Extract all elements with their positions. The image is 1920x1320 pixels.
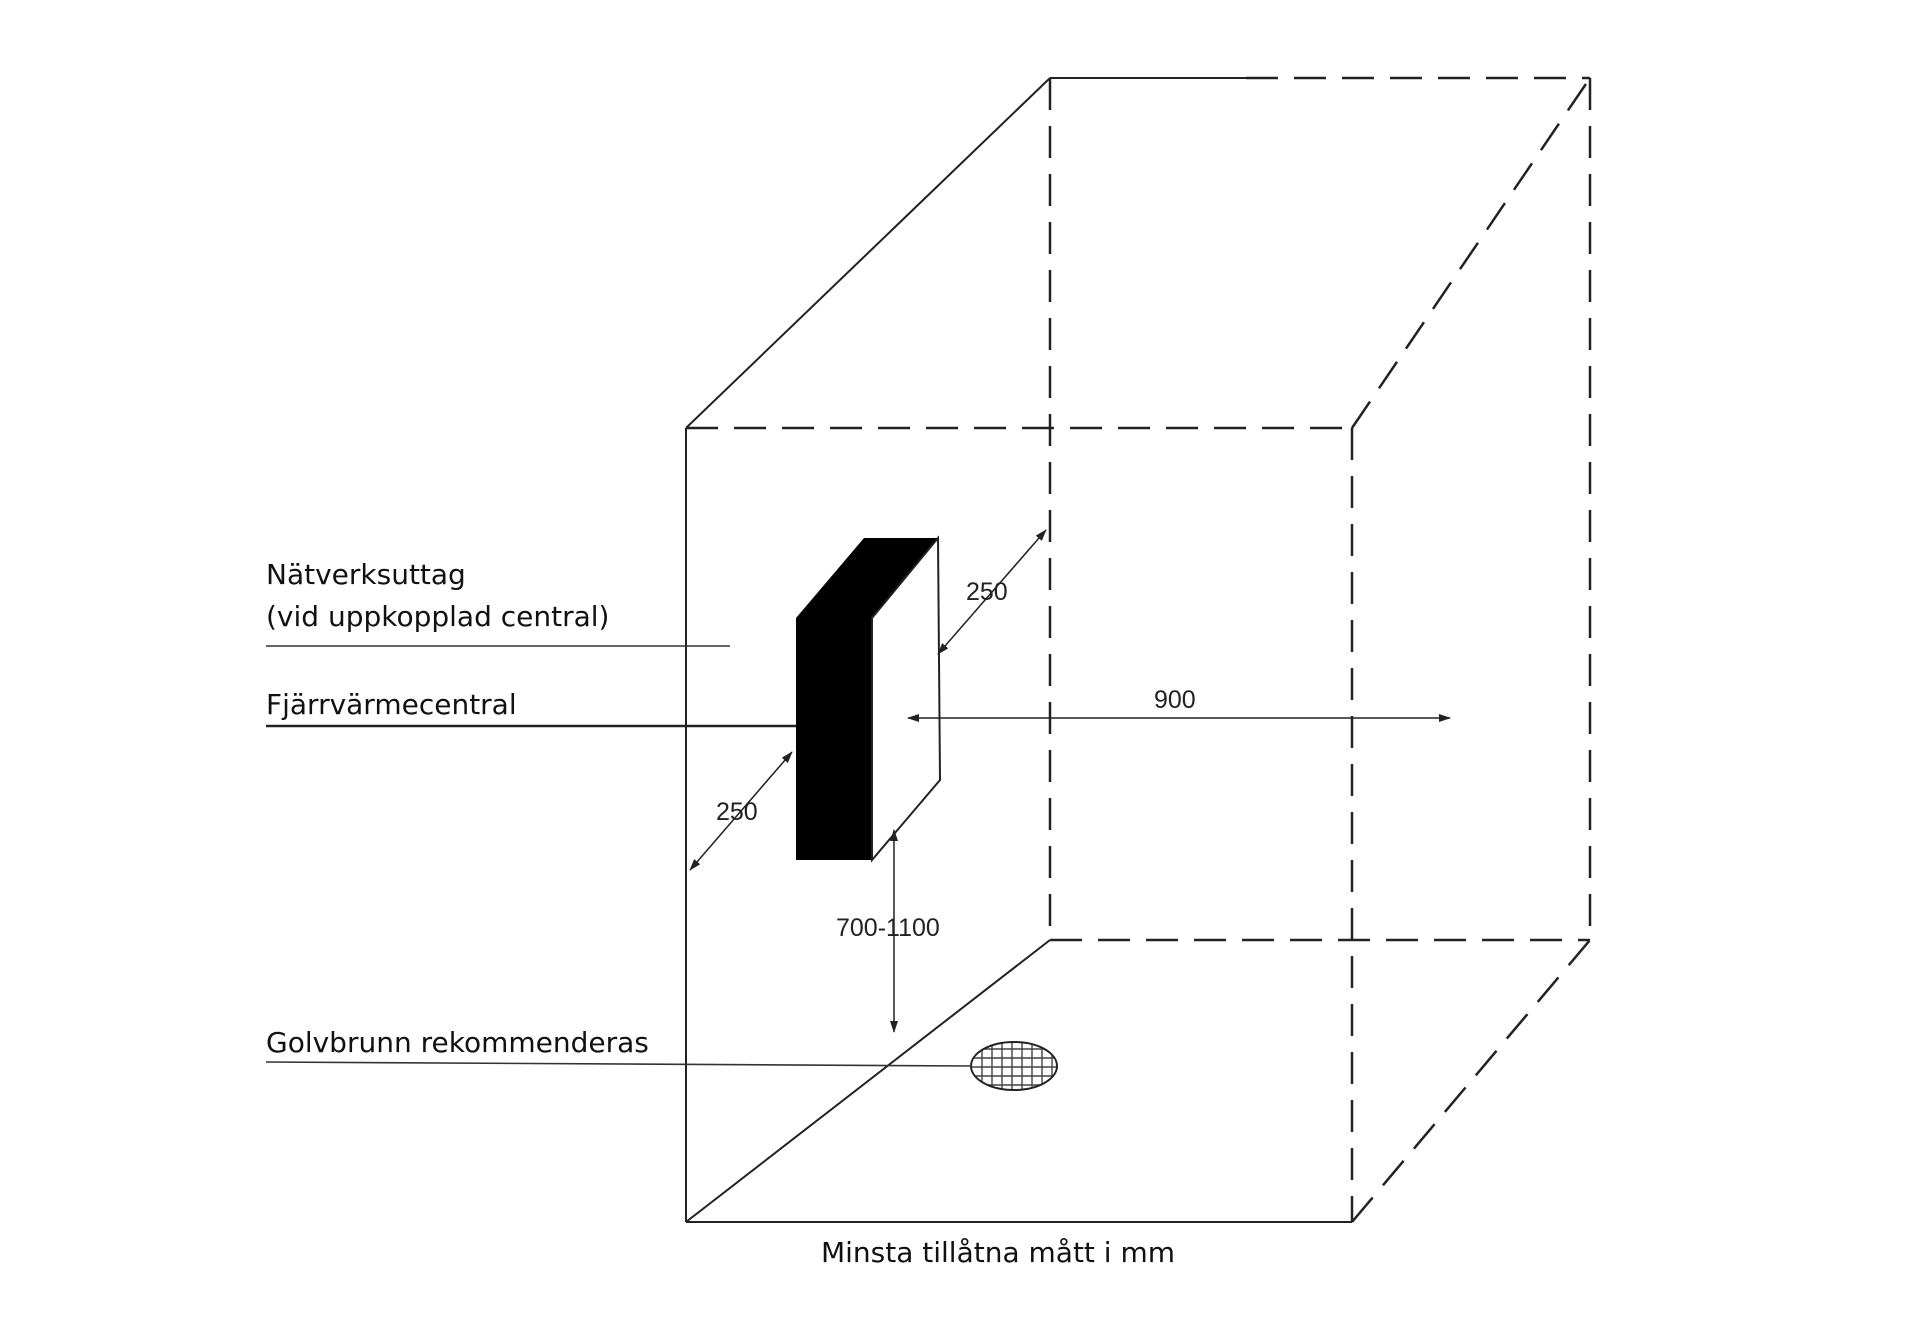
heating-unit-top-face [796,538,938,618]
dimension-lines [689,529,1451,1033]
heating-unit-side-face [871,535,942,863]
side-clearance-right-dimension-line [937,529,1047,655]
top-left-depth-edge [685,77,1051,429]
network-outlet-label-line2: (vid uppkopplad central) [266,600,609,633]
room-box-dashed-edges [686,76,1592,1223]
side-clearance-right-value: 250 [966,578,1008,606]
mounting-height-value: 700-1100 [836,914,940,942]
floor-drain-label: Golvbrunn rekommenderas [266,1026,649,1059]
heating-unit-label: Fjärrvärmecentral [266,688,517,721]
floor-drain-leader-line [265,1061,973,1067]
side-clearance-left-value: 250 [716,798,758,826]
floor-drain-grate-icon [970,1041,1058,1091]
top-right-depth-edge [1350,77,1592,429]
floor-diagonal-edge [685,939,1051,1223]
side-clearance-left-dimension-line [689,751,793,871]
network-outlet-label-line1: Nätverksuttag [266,558,466,591]
front-clearance-value: 900 [1154,686,1196,714]
room-box-solid-edges [685,77,1352,1223]
diagram-caption: Minsta tillåtna mått i mm [821,1236,1175,1269]
heating-unit-front-face [796,618,872,860]
bottom-right-depth-edge [1351,939,1591,1223]
heating-unit-block [796,535,942,863]
